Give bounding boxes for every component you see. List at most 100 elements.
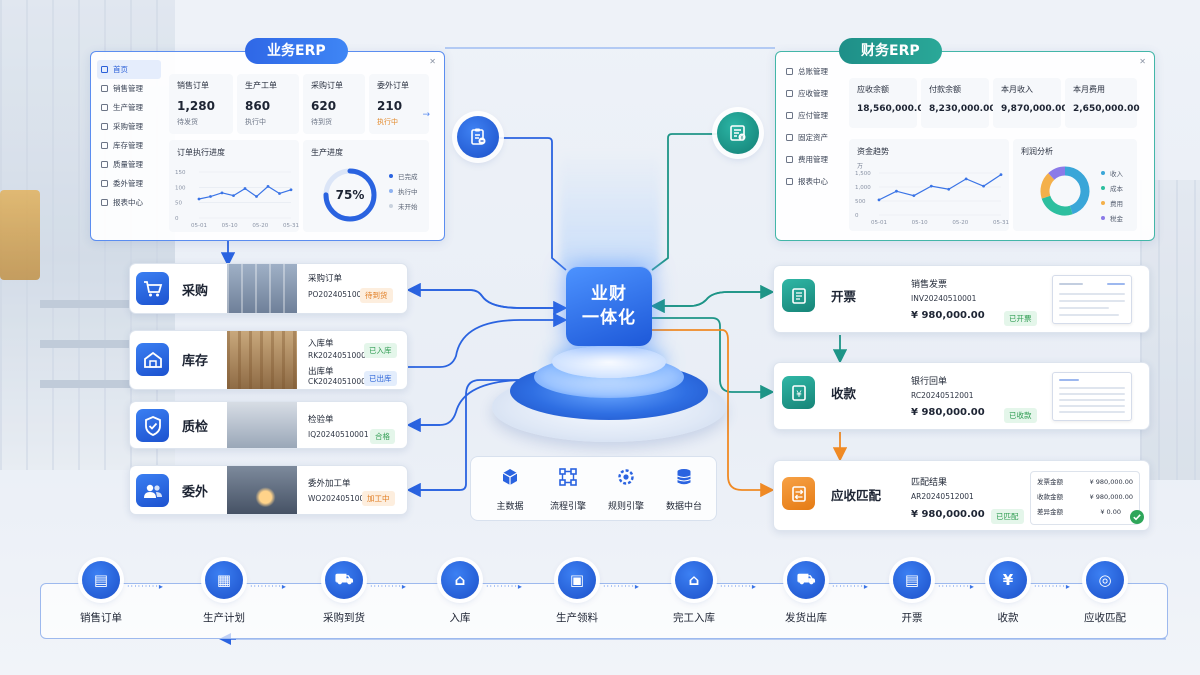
- flow-step[interactable]: ⌂完工入库: [649, 561, 739, 625]
- kpi-card[interactable]: 本月收入 9,870,000.00: [993, 78, 1068, 128]
- production-icon: [101, 104, 108, 111]
- sidebar-item-ledger[interactable]: 总账管理: [782, 60, 846, 82]
- x-tick-label: 05-01: [871, 220, 887, 226]
- kpi-card[interactable]: 生产工单 860 执行中: [237, 74, 299, 134]
- inventory-card[interactable]: 库存 入库单 RK20240510001 已入库 出库单 CK202405100…: [129, 330, 408, 390]
- sidebar-item-reports[interactable]: 报表中心: [97, 193, 161, 212]
- kpi-card[interactable]: 本月费用 2,650,000.00: [1065, 78, 1140, 128]
- sidebar-item-production[interactable]: 生产管理: [97, 98, 161, 117]
- sidebar-item-receivable[interactable]: 应收管理: [782, 82, 846, 104]
- quality-card[interactable]: 质检 检验单 IQ20240510001 合格: [129, 401, 408, 449]
- flow-step[interactable]: ▤销售订单: [56, 561, 146, 625]
- close-icon[interactable]: ✕: [1139, 57, 1146, 66]
- production-progress-panel: 生产进度 75% 已完成 执行中 未开始: [303, 140, 429, 232]
- svg-text:¥: ¥: [796, 390, 802, 400]
- invoice-card[interactable]: 开票 销售发票 INV20240510001 ¥ 980,000.00 已开票: [773, 265, 1150, 333]
- receivable-match-card[interactable]: 应收匹配 匹配结果 AR20240512001 ¥ 980,000.00 已匹配…: [773, 460, 1150, 531]
- warehouse-photo: [227, 331, 297, 389]
- flow-step[interactable]: ◎应收匹配: [1060, 561, 1150, 625]
- finance-erp-sidebar: 总账管理 应收管理 应付管理 固定资产 费用管理 报表中心: [782, 60, 846, 192]
- flow-step-label: 收款: [997, 612, 1019, 624]
- sidebar-item-purchase[interactable]: 采购管理: [97, 117, 161, 136]
- sidebar-item-payable[interactable]: 应付管理: [782, 104, 846, 126]
- platform-services-panel: 主数据 流程引擎 规则引擎 数据中台: [470, 456, 717, 521]
- service-process-engine[interactable]: 流程引擎: [538, 467, 598, 512]
- order-progress-data-point: [209, 195, 212, 198]
- sidebar-item-expense[interactable]: 费用管理: [782, 148, 846, 170]
- purchase-card[interactable]: 采购 采购订单 PO20240510001 待到货: [129, 263, 408, 314]
- sidebar-item-outsourcing[interactable]: 委外管理: [97, 174, 161, 193]
- flow-step[interactable]: ⌂入库: [415, 561, 505, 625]
- arrow-right-icon: →: [422, 110, 430, 120]
- flow-step[interactable]: ▤开票: [867, 561, 957, 625]
- flow-step[interactable]: ▦生产计划: [179, 561, 269, 625]
- x-tick-label: 05-31: [993, 220, 1009, 226]
- kpi-card[interactable]: 付款余额 8,230,000.00: [921, 78, 996, 128]
- sidebar-item-assets[interactable]: 固定资产: [782, 126, 846, 148]
- order-progress-data-point: [220, 191, 224, 195]
- x-tick-label: 05-10: [222, 223, 238, 229]
- profit-slice: [1040, 173, 1055, 199]
- production-percent: 75%: [335, 188, 365, 202]
- x-tick-label: 05-01: [191, 223, 207, 229]
- flow-step[interactable]: ¥收款: [963, 561, 1053, 625]
- kpi-card[interactable]: 采购订单 620 待到货: [303, 74, 365, 134]
- flow-step[interactable]: ⛟采购到货: [299, 561, 389, 625]
- y-tick-label: 1,000: [855, 185, 871, 191]
- flow-step-label: 入库: [449, 612, 471, 624]
- bank-receipt-thumbnail: [1052, 372, 1132, 421]
- service-rule-engine[interactable]: 规则引擎: [596, 467, 656, 512]
- payment-card[interactable]: ¥ 收款 银行回单 RC20240512001 ¥ 980,000.00 已收款: [773, 362, 1150, 430]
- x-tick-label: 05-20: [952, 220, 968, 226]
- sidebar-item-quality[interactable]: 质量管理: [97, 155, 161, 174]
- kpi-card[interactable]: 应收余额 18,560,000.00: [849, 78, 930, 128]
- invoice-icon: [782, 279, 815, 312]
- fund-trend-data-point: [947, 187, 951, 191]
- flow-icon: [559, 468, 577, 486]
- lab-equipment-photo: [227, 402, 297, 448]
- integration-hub[interactable]: 业财 一体化: [566, 266, 652, 346]
- flow-arrow: ·········▸: [486, 582, 523, 591]
- y-tick-label: 50: [175, 201, 182, 207]
- sidebar-item-home[interactable]: 首页: [97, 60, 161, 79]
- outsourcing-icon: [101, 180, 108, 187]
- finance-erp-title: 财务ERP: [839, 38, 942, 64]
- status-badge: 待到货: [360, 288, 393, 303]
- status-badge: 已出库: [364, 371, 397, 386]
- assets-icon: [786, 133, 793, 141]
- flow-arrow: ·········▸: [832, 582, 869, 591]
- close-icon[interactable]: ✕: [429, 57, 436, 66]
- document-list-icon: ▤: [82, 561, 120, 599]
- profit-legend: 收入 成本 费用 税金: [1101, 165, 1123, 225]
- service-data-platform[interactable]: 数据中台: [654, 467, 714, 512]
- sidebar-item-inventory[interactable]: 库存管理: [97, 136, 161, 155]
- order-progress-data-point: [243, 187, 247, 190]
- status-badge: 已入库: [364, 343, 397, 358]
- warehouse-icon: [136, 343, 169, 376]
- outsourcing-card[interactable]: 委外 委外加工单 WO20240510001 加工中: [129, 465, 408, 515]
- flow-step[interactable]: ▣生产领料: [532, 561, 622, 625]
- order-progress-data-point: [289, 188, 293, 192]
- flow-step[interactable]: ⛟发货出库: [761, 561, 851, 625]
- cart-icon: [101, 123, 108, 130]
- target-icon: ◎: [1086, 561, 1124, 599]
- kpi-card[interactable]: 销售订单 1,280 待发货: [169, 74, 233, 134]
- yen-receipt-icon: ¥: [782, 376, 815, 409]
- order-progress-data-point: [255, 195, 258, 198]
- status-badge: 加工中: [362, 491, 395, 506]
- service-master-data[interactable]: 主数据: [480, 467, 540, 512]
- y-tick-label: 0: [175, 216, 179, 222]
- sidebar-item-reports[interactable]: 报表中心: [782, 170, 846, 192]
- database-icon: [677, 469, 691, 485]
- sidebar-item-sales[interactable]: 销售管理: [97, 79, 161, 98]
- flow-step-label: 完工入库: [673, 612, 715, 624]
- business-erp-window: 业务ERP ✕ 首页 销售管理 生产管理 采购管理 库存管理 质量管理 委外管理…: [90, 38, 445, 241]
- warehouse-photo: [227, 264, 297, 313]
- gear-icon: [618, 469, 634, 485]
- kpi-card[interactable]: 委外订单 210 执行中: [369, 74, 429, 134]
- flow-step-label: 生产计划: [203, 612, 245, 624]
- fund-trend-data-point: [912, 194, 916, 198]
